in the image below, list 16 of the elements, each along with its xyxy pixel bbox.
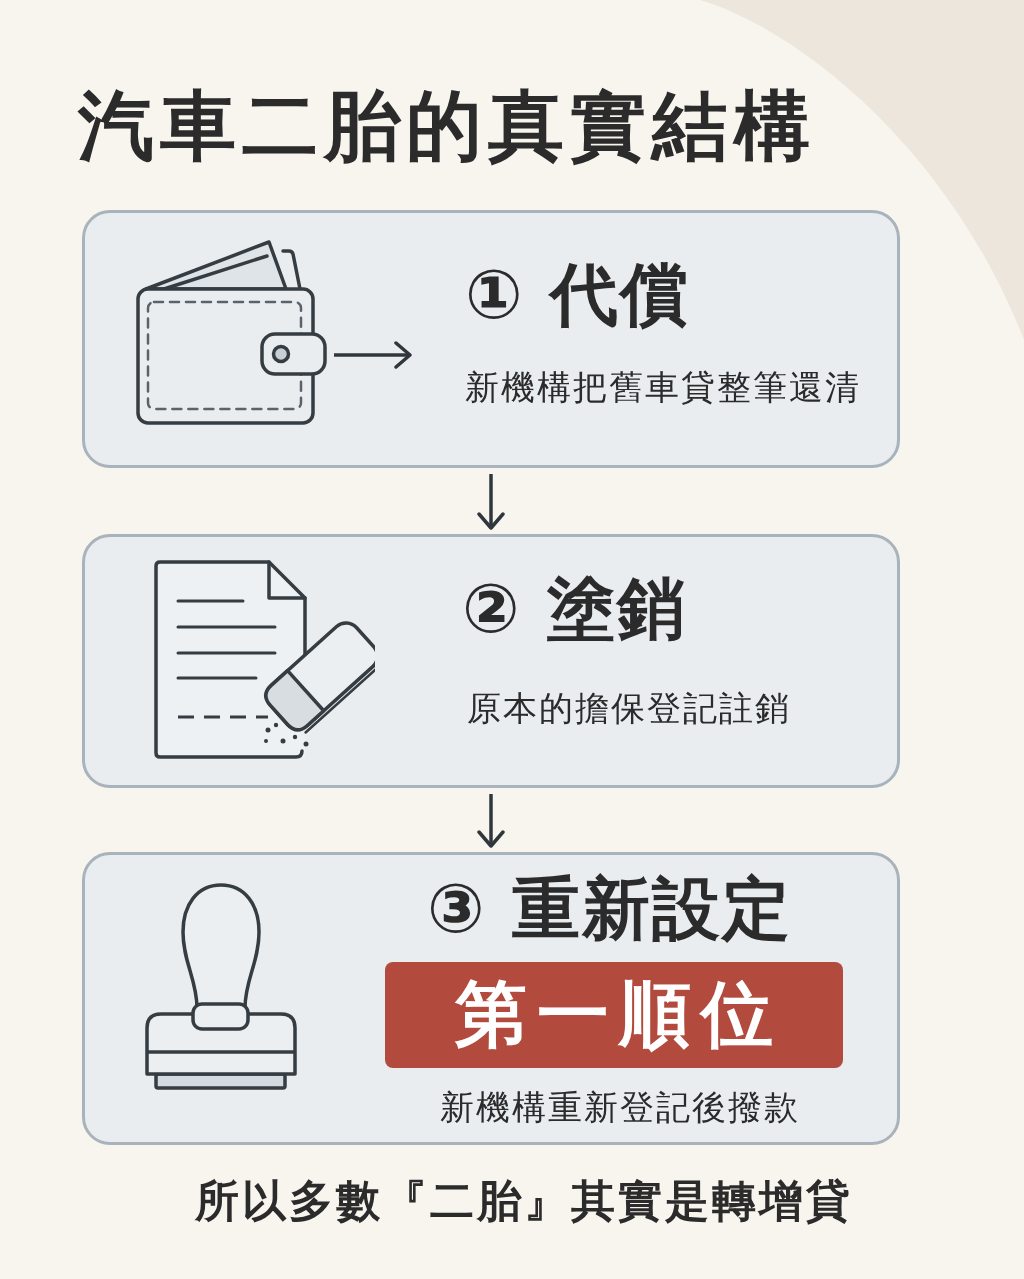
step-card <box>82 852 900 1145</box>
step-heading: ③ 重新設定 <box>427 870 793 949</box>
title: 汽車二胎的真實結構 <box>78 84 816 168</box>
flow-arrow <box>334 341 412 369</box>
highlight-banner <box>385 962 843 1068</box>
step-card <box>82 210 900 468</box>
step-description: 原本的擔保登記註銷 <box>467 688 791 729</box>
flow-arrow <box>477 794 505 848</box>
step-description: 新機構重新登記後撥款 <box>440 1087 800 1128</box>
step-heading: ① 代償 <box>465 256 691 335</box>
banner-text: 第一順位 <box>454 975 783 1055</box>
step-description: 新機構把舊車貸整筆還清 <box>465 367 861 408</box>
caption: 所以多數『二胎』其實是轉增貸 <box>195 1176 853 1227</box>
step-heading: ② 塗銷 <box>462 570 688 649</box>
flow-arrow <box>477 474 505 530</box>
step-card <box>82 534 900 788</box>
